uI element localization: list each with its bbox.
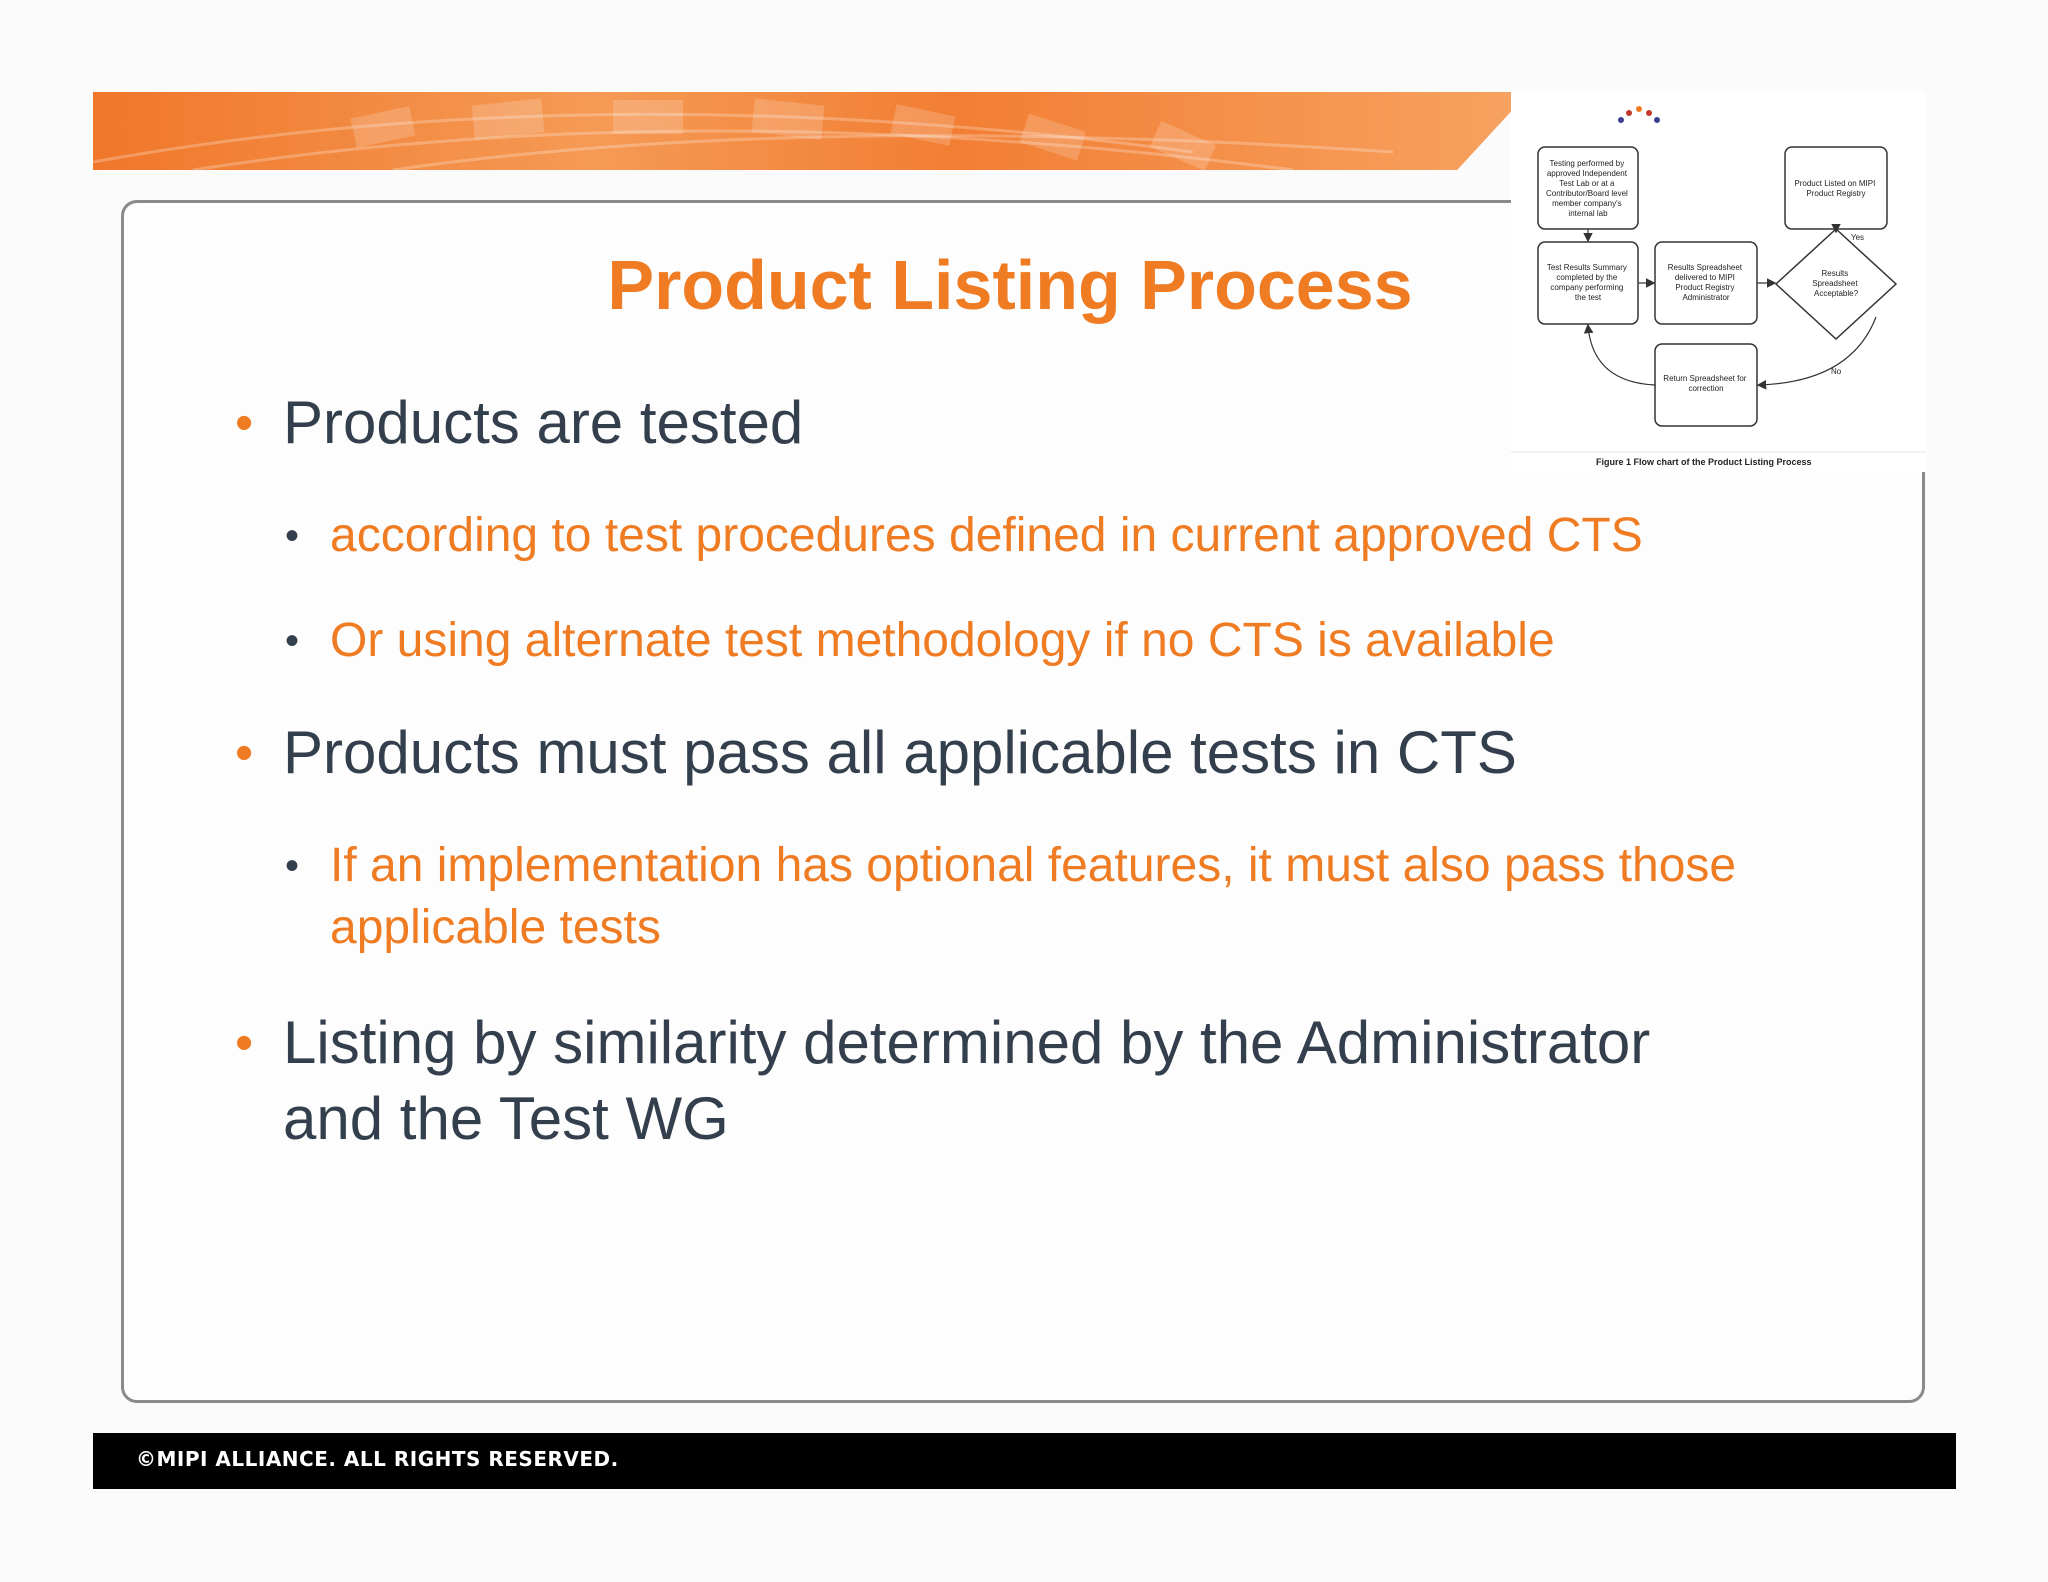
subbullet-item: • Or using alternate test methodology if… (285, 610, 1730, 672)
flow-box-listed (1784, 146, 1888, 230)
flow-decision-diamond (1774, 227, 1898, 341)
header-banner (93, 92, 1529, 170)
flowchart-figure: Testing performed by approved Independen… (1511, 92, 1926, 472)
flow-box-summary-label: Test Results Summary completed by the co… (1547, 263, 1629, 302)
flow-yes-label: Yes (1851, 233, 1864, 242)
flow-box-testing-label: Testing performed by approved Independen… (1546, 159, 1630, 218)
bullet-item: • Products are tested (235, 385, 1783, 461)
flow-arrows (1583, 223, 1877, 390)
subbullet-marker: • (285, 844, 300, 888)
bullet-text: Products are tested (283, 389, 804, 456)
subbullet-text: Or using alternate test methodology if n… (330, 614, 1555, 667)
flow-box-spreadsheet-label: Results Spreadsheet delivered to MIPI Pr… (1668, 263, 1745, 302)
footer-bar: ©MIPI ALLIANCE. ALL RIGHTS RESERVED. (93, 1433, 1956, 1489)
logo-mark (1618, 106, 1660, 123)
bullet-marker: • (235, 724, 254, 782)
flow-box-listed-label: Product Listed on MIPI Product Registry (1794, 179, 1877, 198)
bullet-text: Listing by similarity determined by the … (283, 1009, 1651, 1152)
banner-pattern (93, 98, 1394, 170)
flow-box-return-label: Return Spreadsheet for correction (1663, 374, 1748, 393)
flow-no-label: No (1831, 367, 1842, 376)
subbullet-item: • according to test procedures defined i… (285, 505, 1730, 567)
figure-caption: Figure 1 Flow chart of the Product Listi… (1596, 457, 1812, 467)
bullet-text: Products must pass all applicable tests … (283, 719, 1517, 786)
bullet-marker: • (235, 1014, 254, 1072)
bullet-item: • Listing by similarity determined by th… (235, 1005, 1743, 1157)
subbullet-marker: • (285, 619, 300, 663)
bullet-item: • Products must pass all applicable test… (235, 715, 1783, 791)
subbullet-marker: • (285, 514, 300, 558)
subbullet-text: If an implementation has optional featur… (330, 839, 1737, 954)
subbullet-item: • If an implementation has optional feat… (285, 835, 1750, 959)
slide-title: Product Listing Process (607, 246, 1413, 324)
subbullet-text: according to test procedures defined in … (330, 509, 1643, 562)
bullet-marker: • (235, 394, 254, 452)
flow-decision-label: Results Spreadsheet Acceptable? (1812, 269, 1860, 298)
copyright-text: ©MIPI ALLIANCE. ALL RIGHTS RESERVED. (136, 1447, 619, 1471)
